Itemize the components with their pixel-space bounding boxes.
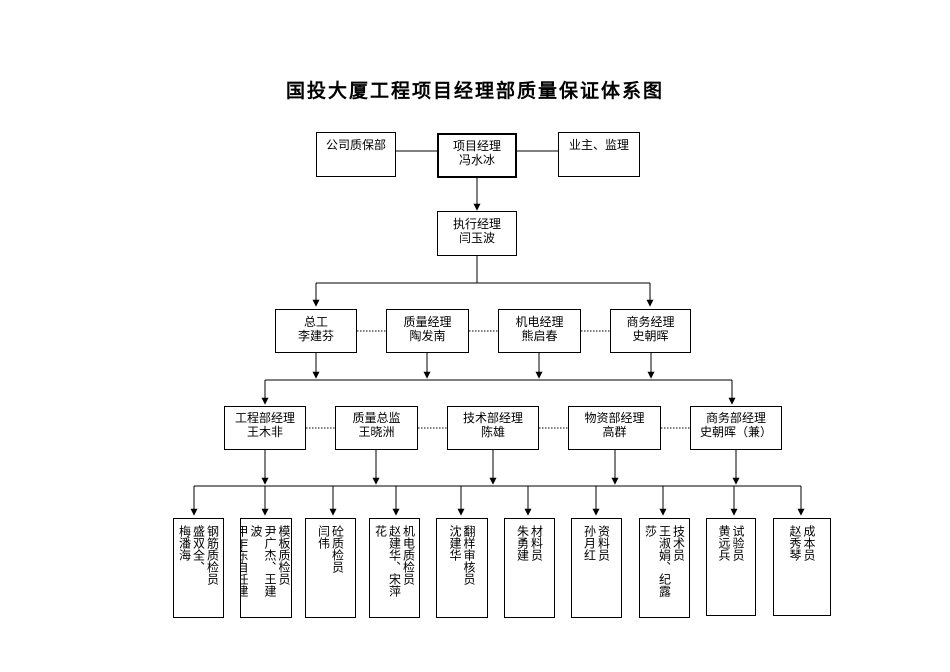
executive-manager-box: 执行经理 闫玉波	[437, 211, 517, 256]
department-title: 物资部经理	[584, 411, 645, 425]
manager-box: 质量经理 陶发南	[386, 309, 469, 353]
manager-box: 机电经理 熊启春	[498, 309, 581, 353]
department-title: 工程部经理	[234, 411, 295, 425]
executive-manager-title: 执行经理	[452, 217, 501, 231]
executive-manager-name: 闫玉波	[458, 231, 495, 245]
staff-box: 资料员 孙月红	[571, 518, 622, 618]
department-name: 陈雄	[480, 425, 505, 439]
department-title: 商务部经理	[705, 411, 766, 425]
staff-box: 砼质检员 闫伟	[305, 518, 356, 618]
department-box: 工程部经理 王木非	[224, 406, 306, 450]
project-manager-title: 项目经理	[452, 139, 501, 153]
staff-box: 模板质检员 尹广杰、王建 波 甲乍东自任建	[240, 518, 292, 618]
staff-box: 机电质检员 赵建华、宋萍 花	[369, 518, 420, 618]
staff-box: 成本员 赵秀琴	[773, 518, 831, 616]
department-box: 商务部经理 史朝晖（兼）	[690, 406, 782, 450]
owner-supervisor-box: 业主、监理	[558, 132, 640, 177]
department-name: 王晓洲	[358, 425, 395, 439]
project-manager-box: 项目经理 冯水冰	[437, 133, 517, 178]
staff-box: 翻样审核员 沈建华	[436, 518, 488, 618]
manager-name: 李建芬	[297, 329, 334, 343]
staff-box: 材料员 朱勇建	[504, 518, 555, 618]
department-name: 王木非	[246, 425, 283, 439]
staff-label: 砼质检员 闫伟	[316, 525, 345, 573]
manager-name: 熊启春	[521, 329, 558, 343]
staff-label: 成本员 赵秀琴	[788, 525, 816, 561]
department-box: 技术部经理 陈雄	[447, 406, 539, 450]
manager-box: 总工 李建芬	[275, 309, 357, 353]
staff-label: 翻样审核员 沈建华	[448, 525, 476, 585]
owner-supervisor-label: 业主、监理	[568, 138, 629, 152]
department-title: 技术部经理	[462, 411, 523, 425]
manager-name: 陶发南	[409, 329, 446, 343]
staff-label: 技术员 王淑娟、纪露 莎	[643, 525, 686, 597]
department-box: 质量总监 王晓洲	[335, 406, 418, 450]
manager-title: 机电经理	[515, 315, 564, 329]
staff-label: 机电质检员 赵建华、宋萍 花	[373, 525, 416, 597]
chart-title: 国投大厦工程项目经理部质量保证体系图	[285, 80, 664, 102]
company-qa-box: 公司质保部	[316, 132, 396, 177]
staff-label: 钢筋质检员 盛双全、 梅潘海	[177, 525, 220, 585]
staff-box: 试验员 黄远兵	[706, 518, 756, 616]
staff-label: 试验员 黄远兵	[717, 525, 745, 561]
department-name: 史朝晖（兼）	[699, 425, 772, 439]
staff-label: 资料员 孙月红	[582, 525, 611, 561]
staff-label: 材料员 朱勇建	[515, 525, 544, 561]
department-title: 质量总监	[352, 411, 401, 425]
manager-title: 质量经理	[403, 315, 452, 329]
manager-name: 史朝晖	[632, 329, 669, 343]
department-name: 高群	[602, 425, 627, 439]
manager-box: 商务经理 史朝晖	[610, 309, 691, 353]
staff-label: 模板质检员 尹广杰、王建 波 甲乍东自任建	[241, 525, 291, 597]
manager-title: 商务经理	[626, 315, 675, 329]
company-qa-label: 公司质保部	[325, 138, 386, 152]
department-box: 物资部经理 高群	[568, 406, 661, 450]
staff-box: 钢筋质检员 盛双全、 梅潘海	[173, 518, 224, 618]
project-manager-name: 冯水冰	[458, 153, 495, 167]
staff-box: 技术员 王淑娟、纪露 莎	[639, 518, 690, 618]
manager-title: 总工	[303, 315, 328, 329]
